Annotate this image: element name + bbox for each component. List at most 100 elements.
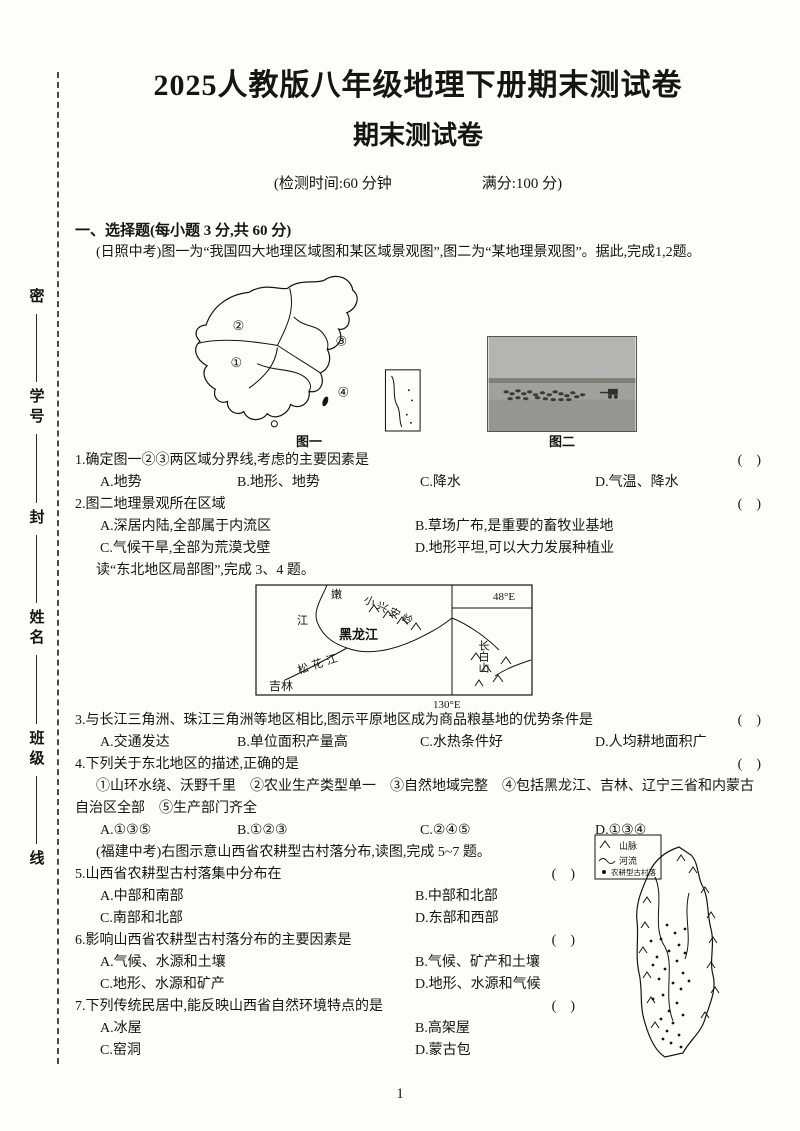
seal-char-xian: 线	[27, 850, 44, 871]
songhua-river-main	[346, 617, 453, 653]
figure-2-photo: 图二	[487, 336, 637, 450]
village-dots	[649, 923, 691, 1049]
question-2-answer-bracket: ( )	[737, 497, 761, 512]
question-5: 5.山西省农耕型古村落集中分布在 ( )	[75, 864, 575, 886]
question-5-text: 5.山西省农耕型古村落集中分布在	[75, 867, 282, 882]
q3-option-d: D.人均耕地面积广	[595, 735, 707, 750]
q4-option-d: D.①③④	[595, 823, 647, 838]
q7-option-a: A.冰屋	[100, 1021, 142, 1036]
hainan-island	[270, 420, 278, 428]
livestock-herd	[503, 389, 586, 402]
question-3-answer-bracket: ( )	[737, 713, 761, 728]
label-songhuajiang: 松花江	[296, 650, 343, 677]
legend-mountain-label: 山脉	[619, 840, 637, 851]
q7-option-d: D.蒙古包	[415, 1043, 471, 1058]
region-boundary	[276, 288, 292, 346]
question-7: 7.下列传统民居中,能反映山西省自然环境特点的是 ( )	[75, 996, 575, 1018]
q4-option-c: C.②④⑤	[420, 823, 471, 838]
question-4-answer-bracket: ( )	[737, 757, 761, 772]
seal-rule	[35, 655, 37, 724]
question-4-statements: ①山环水绕、沃野千里 ②农业生产类型单一 ③自然地域完整 ④包括黑龙江、吉林、辽…	[75, 779, 754, 816]
region-label-2: ②	[233, 318, 245, 333]
question-2: 2.图二地理景观所在区域 ( )	[75, 494, 761, 516]
legend-village-symbol	[602, 870, 606, 874]
label-nen: 嫩	[331, 587, 342, 601]
legend-mountain-symbol	[599, 840, 611, 849]
question-1: 1.确定图一②③两区域分界线,考虑的主要因素是 ( )	[75, 450, 761, 472]
page-title: 2025人教版八年级地理下册期末测试卷	[153, 69, 683, 102]
label-jilin: 吉林	[269, 679, 293, 693]
question-5-options: A.中部和南部 B.中部和北部 C.南部和北部 D.东部和西部	[100, 886, 575, 930]
question-4: 4.下列关于东北地区的描述,正确的是 ( )	[75, 754, 761, 776]
question-2-options: A.深居内陆,全部属于内流区 B.草场广布,是重要的畜牧业基地 C.气候干旱,全…	[100, 516, 761, 560]
q7-option-c: C.窑洞	[100, 1043, 141, 1058]
q7-option-b: B.高架屋	[415, 1021, 470, 1036]
question-6-options: A.气候、水源和土壤 B.气候、矿产和土壤 C.地形、水源和矿产 D.地形、水源…	[100, 952, 575, 996]
intro-q5-7: (福建中考)右图示意山西省农耕型古村落分布,读图,完成 5~7 题。	[96, 845, 491, 860]
question-2-text: 2.图二地理景观所在区域	[75, 497, 226, 512]
seal-dashed-line	[57, 72, 59, 1064]
northeast-map-figure: 嫩 江 小兴安岭 黑龙江 松花江 吉林 长白山 48°E 130°E	[255, 584, 533, 710]
q5-option-d: D.东部和西部	[415, 911, 499, 926]
q5-option-a: A.中部和南部	[100, 889, 184, 904]
section-1-heading: 一、选择题(每小题 3 分,共 60 分)	[75, 223, 292, 239]
label-48: 48°E	[493, 591, 515, 603]
figure-row: ② ① ③ ④ 图一	[75, 272, 761, 450]
seal-char-feng: 封	[27, 508, 44, 529]
q5-option-b: B.中部和北部	[415, 889, 498, 904]
q1-option-a: A.地势	[100, 475, 142, 490]
region-label-4: ④	[338, 384, 350, 399]
question-4-text: 4.下列关于东北地区的描述,正确的是	[75, 757, 299, 772]
inset-coastline	[391, 375, 403, 428]
q2-option-a: A.深居内陆,全部属于内流区	[100, 519, 272, 534]
map-border	[255, 584, 533, 696]
photo-treeline	[488, 378, 636, 384]
legend-river-label: 河流	[619, 855, 637, 866]
question-1-answer-bracket: ( )	[737, 453, 761, 468]
shanxi-map-figure: 山脉 河流 农耕型古村落	[593, 833, 743, 1068]
q4-option-a: A.①③⑤	[100, 823, 152, 838]
q3-option-a: A.交通发达	[100, 735, 170, 750]
inset-island-dot	[407, 389, 410, 392]
photo-foreground	[488, 399, 636, 431]
seal-rule	[35, 534, 37, 604]
q6-option-c: C.地形、水源和矿产	[100, 977, 225, 992]
china-outline	[195, 275, 358, 421]
instruction-q3-4: 读“东北地区局部图”,完成 3、4 题。	[96, 563, 315, 578]
seal-rule	[35, 775, 37, 845]
shanxi-map: 山脉 河流 农耕型古村落	[594, 834, 720, 1058]
q6-option-b: B.气候、矿产和土壤	[415, 955, 540, 970]
songhua-river-west	[284, 647, 348, 681]
hay-machine	[600, 388, 618, 399]
exam-subtitle: 期末测试卷	[352, 121, 483, 150]
page-number: 1	[396, 1086, 404, 1102]
river-branch-se	[494, 659, 532, 677]
question-6-text: 6.影响山西省农耕型古村落分布的主要因素是	[75, 933, 352, 948]
intro-q1-2: (日照中考)图一为“我国四大地理区域图和某区域景观图”,图二为“某地理景观图”。…	[96, 245, 701, 260]
changbai-mountain-symbols	[470, 652, 512, 687]
exam-content: 2025人教版八年级地理下册期末测试卷 期末测试卷 (检测时间:60 分钟 满分…	[75, 66, 761, 1062]
seal-rule	[35, 314, 37, 383]
northeast-map: 嫩 江 小兴安岭 黑龙江 松花江 吉林 长白山 48°E 130°E	[255, 584, 533, 710]
mountain-symbols	[638, 854, 720, 1029]
shanxi-outline	[636, 846, 715, 1058]
region-boundary	[248, 347, 278, 389]
question-6-answer-bracket: ( )	[551, 933, 575, 948]
question-6: 6.影响山西省农耕型古村落分布的主要因素是 ( )	[75, 930, 575, 952]
question-7-text: 7.下列传统民居中,能反映山西省自然环境特点的是	[75, 999, 383, 1014]
q6-option-d: D.地形、水源和气候	[415, 977, 541, 992]
seal-column: 密 学号 封 姓名 班级 线	[20, 288, 52, 870]
river-east	[684, 892, 690, 960]
region-boundary	[197, 339, 278, 346]
question-3: 3.与长江三角洲、珠江三角洲等地区相比,图示平原地区成为商品粮基地的优势条件是 …	[75, 710, 761, 732]
q5-option-c: C.南部和北部	[100, 911, 183, 926]
inset-island-dot	[405, 413, 408, 416]
q1-option-b: B.地形、地势	[237, 475, 320, 490]
seal-rule	[35, 434, 37, 503]
figure-1-caption: 图一	[295, 434, 322, 449]
seal-field-name: 姓名	[27, 609, 44, 650]
grassland-photo-image	[488, 337, 636, 431]
question-4-options: A.①③⑤ B.①②③ C.②④⑤ D.①③④	[100, 820, 761, 842]
label-heilongjiang: 黑龙江	[339, 627, 378, 642]
inset-island-dot	[411, 399, 413, 402]
